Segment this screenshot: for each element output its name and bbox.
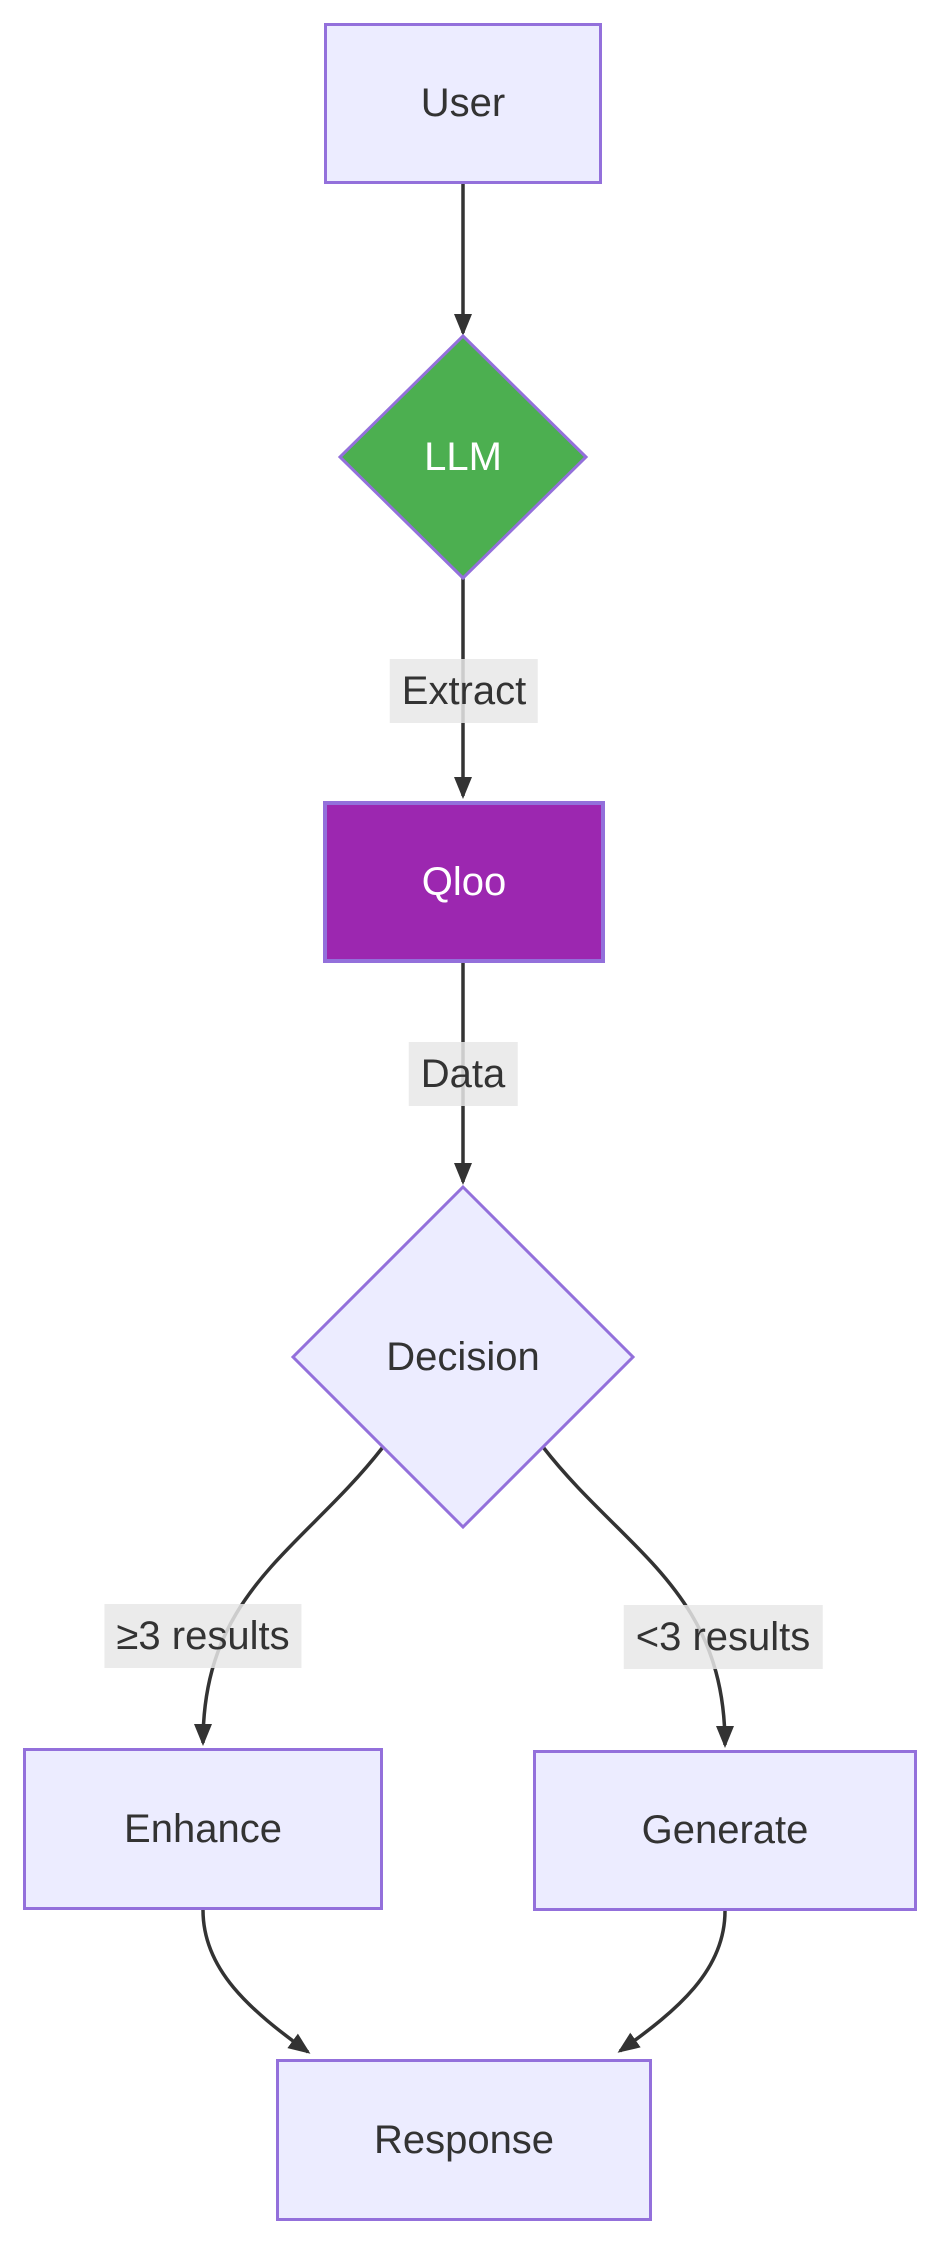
node-response-label: Response	[373, 2117, 555, 2162]
node-qloo: Qloo	[323, 801, 605, 963]
edge-label-data: Data	[408, 1042, 518, 1106]
node-qloo-label: Qloo	[421, 859, 507, 904]
node-enhance-label: Enhance	[124, 1806, 282, 1851]
edge-decision-generate	[541, 1445, 734, 1748]
node-decision-diamond	[290, 1184, 636, 1530]
node-response: Response	[276, 2059, 652, 2221]
edge-enhance-response	[201, 1909, 311, 2054]
node-enhance: Enhance	[23, 1748, 383, 1910]
edge-decision-enhance	[194, 1445, 385, 1746]
edge-generate-response	[617, 1910, 727, 2053]
edge-label-ge3-results: ≥3 results	[104, 1604, 302, 1668]
edge-label-extract: Extract	[389, 659, 539, 723]
node-generate-label: Generate	[641, 1808, 809, 1852]
node-generate: Generate	[533, 1750, 917, 1911]
node-llm-diamond	[337, 333, 589, 581]
node-user: User	[324, 23, 602, 184]
edge-label-lt3-results: <3 results	[623, 1605, 823, 1669]
node-user-label: User	[420, 81, 506, 125]
